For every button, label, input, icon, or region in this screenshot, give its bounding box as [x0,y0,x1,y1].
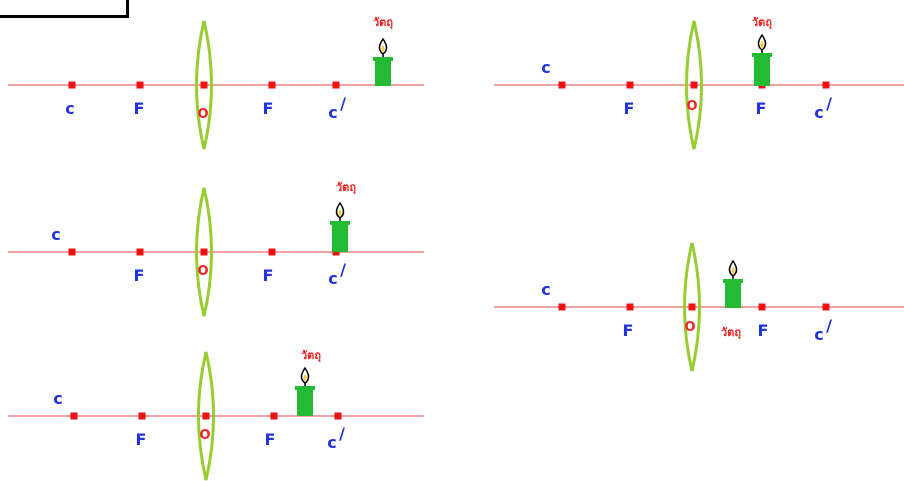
point-c-prime [822,303,830,311]
point-o [688,303,696,311]
label-f-right: F [263,99,274,118]
convex-lens [683,242,701,372]
candle-object [295,366,315,416]
label-c-prime-mark: / [340,94,346,113]
convex-lens [197,351,215,481]
label-c: c [65,99,74,118]
label-c-prime-letter: c [814,325,823,344]
point-c-prime [332,81,340,89]
flame-core [381,45,385,52]
point-o [690,81,698,89]
label-f-left: F [136,430,147,449]
point-f-left [138,412,146,420]
convex-lens [195,20,213,150]
label-c-prime-letter: c [327,433,336,452]
point-f-left [626,303,634,311]
point-c [68,248,76,256]
label-c-prime: c/ [814,94,832,122]
object-label: วัตถุ [301,349,321,363]
label-o: O [199,428,210,443]
point-o [200,248,208,256]
flame-core [760,41,764,48]
candle-rim [752,53,772,57]
flame-core [731,267,735,274]
point-f-right [268,81,276,89]
object-label: วัตถุ [336,181,356,195]
label-c: c [53,389,62,408]
label-c-prime: c/ [327,424,345,452]
label-f-left: F [623,321,634,340]
label-o: O [197,107,208,122]
label-o: O [197,264,208,279]
flame-core [338,209,342,216]
point-c-prime [334,412,342,420]
label-c-prime-letter: c [328,103,337,122]
corner-frame [0,0,129,18]
point-c-prime [822,81,830,89]
flame-core [303,374,307,381]
point-c [558,303,566,311]
label-c: c [51,225,60,244]
label-f-right: F [265,430,276,449]
label-c: c [541,58,550,77]
label-o: O [684,320,695,335]
point-f-right [758,303,766,311]
point-c [558,81,566,89]
point-c [68,81,76,89]
point-c [70,412,78,420]
label-c: c [541,280,550,299]
candle-body [332,222,348,252]
label-f-left: F [134,99,145,118]
point-f-left [136,81,144,89]
point-o [202,412,210,420]
label-c-prime: c/ [328,94,346,122]
candle-rim [295,386,315,390]
candle-rim [723,279,743,283]
label-c-prime: c/ [814,316,832,344]
convex-lens [685,20,703,150]
candle-object [330,201,350,252]
label-c-prime-mark: / [339,424,345,443]
label-f-right: F [263,266,274,285]
point-f-right [268,248,276,256]
label-c-prime: c/ [328,260,346,288]
point-f-right [270,412,278,420]
label-c-prime-mark: / [340,260,346,279]
candle-body [375,58,391,86]
label-f-right: F [756,99,767,118]
object-label: วัตถุ [721,326,741,340]
candle-rim [330,221,350,225]
object-label: วัตถุ [373,16,393,30]
label-c-prime-letter: c [328,269,337,288]
object-label: วัตถุ [752,16,772,30]
candle-rim [373,57,393,61]
candle-object [373,37,393,86]
convex-lens [195,187,213,317]
label-c-prime-letter: c [814,103,823,122]
candle-object [752,33,772,86]
candle-object [723,259,743,308]
candle-body [754,54,770,86]
label-f-right: F [758,321,769,340]
point-f-left [626,81,634,89]
candle-body [725,280,741,308]
label-o: O [686,99,697,114]
point-f-left [136,248,144,256]
candle-body [297,387,313,416]
point-o [200,81,208,89]
label-f-left: F [624,99,635,118]
label-c-prime-mark: / [826,94,832,113]
label-f-left: F [134,266,145,285]
label-c-prime-mark: / [826,316,832,335]
